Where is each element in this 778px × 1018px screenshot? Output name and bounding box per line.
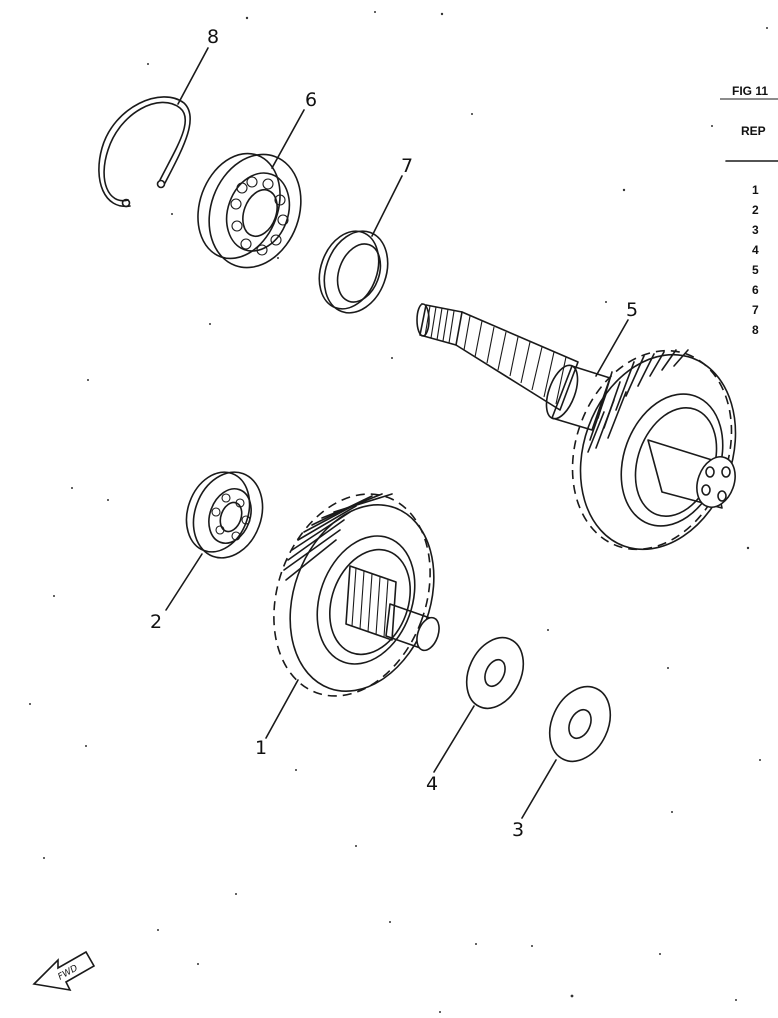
callout-5: 5: [626, 299, 638, 321]
ref-number-2: 2: [752, 203, 759, 217]
small-bearing-part: [185, 471, 264, 559]
ref-number-8: 8: [752, 323, 759, 337]
ref-header: REP: [741, 124, 766, 138]
main-shaft-part: [416, 303, 737, 551]
ref-number-3: 3: [752, 223, 759, 237]
driven-gear-part: [273, 493, 440, 697]
ref-number-5: 5: [752, 263, 759, 277]
scan-speckles: [29, 11, 768, 1013]
oil-seal-part: [318, 230, 389, 314]
leader-lines: [165, 47, 629, 819]
ref-number-6: 6: [752, 283, 759, 297]
reference-table: FIG 11 REP 1 2 3 4 5 6 7 8: [720, 84, 778, 337]
ref-number-4: 4: [752, 243, 759, 257]
ref-number-7: 7: [752, 303, 759, 317]
fwd-arrow-icon: FWD: [32, 950, 96, 992]
callout-numbers: 8 6 7 5 2 1 4 3: [150, 26, 638, 841]
callout-8: 8: [207, 26, 219, 48]
callout-1: 1: [255, 737, 267, 759]
circlip-part: [98, 96, 191, 208]
upper-washer-part: [465, 636, 525, 710]
ball-bearing-part: [197, 152, 302, 269]
callout-3: 3: [512, 819, 524, 841]
fig-label: FIG 11: [732, 84, 768, 98]
callout-4: 4: [426, 773, 438, 795]
callout-2: 2: [150, 611, 162, 633]
lower-washer-part: [548, 685, 612, 763]
callout-6: 6: [305, 89, 317, 111]
callout-7: 7: [401, 155, 413, 177]
ref-number-1: 1: [752, 183, 759, 197]
